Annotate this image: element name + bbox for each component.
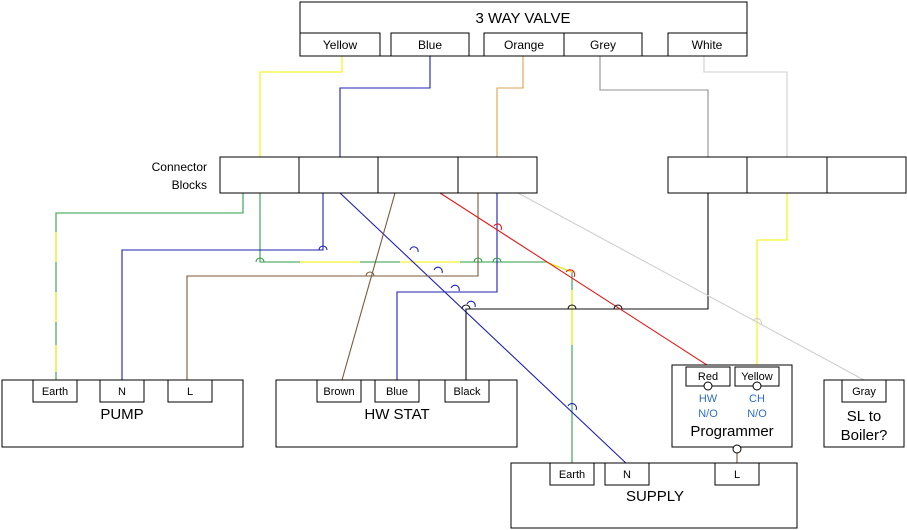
hump-blue-diag-2: [433, 266, 443, 274]
connector-block-2[interactable]: [298, 156, 379, 194]
supply-terminal-neutral-label: N: [623, 469, 631, 481]
connector-block-3[interactable]: [377, 156, 459, 194]
connector-block-5[interactable]: [667, 156, 748, 194]
wire-pump-live: [186, 193, 479, 380]
programmer: Red Yellow HW N/O CH N/O Programmer: [671, 364, 793, 454]
connector-label-line2: Blocks: [172, 178, 207, 192]
pump-terminal-live[interactable]: [167, 379, 213, 403]
supply-terminal-live[interactable]: [714, 462, 760, 486]
hwstat-terminal-brown[interactable]: [316, 379, 362, 403]
hump-blue-green-supply: [567, 402, 578, 411]
pump-terminal-earth-label: Earth: [42, 386, 68, 398]
programmer-ch-no-label: N/O: [747, 408, 767, 420]
boiler: Gray SL to Boiler?: [823, 379, 905, 448]
valve-terminal-blue[interactable]: [390, 32, 470, 57]
hump-blue-diag-3: [450, 284, 460, 292]
pump-terminal-earth[interactable]: [32, 379, 78, 403]
wire-valve-orange: [496, 56, 524, 157]
valve-title: 3 WAY VALVE: [475, 10, 570, 27]
boiler-label-line1: SL to: [847, 408, 881, 425]
wire-earth-pump-green: [55, 193, 244, 380]
hump-green-blue2: [492, 257, 502, 263]
hwstat-terminal-black[interactable]: [444, 379, 490, 403]
hwstat-terminal-brown-label: Brown: [323, 386, 354, 398]
valve-terminal-blue-label: Blue: [418, 38, 442, 52]
hump-green-brown: [473, 257, 483, 263]
wire-programmer-yellow: [756, 193, 788, 367]
pump: Earth N L PUMP: [1, 379, 244, 448]
hump-black-3: [613, 304, 623, 310]
connector-blocks: Connector Blocks: [152, 156, 907, 194]
wire-valve-blue: [339, 56, 431, 157]
connector-block-7[interactable]: [826, 156, 907, 194]
programmer-yellow-contact-icon: [752, 381, 762, 391]
pump-terminal-neutral-label: N: [118, 386, 126, 398]
valve-terminal-grey[interactable]: [563, 32, 643, 57]
wire-crossings: [255, 223, 763, 411]
supply-terminal-earth[interactable]: [549, 462, 595, 486]
hump-black-2: [567, 304, 577, 310]
programmer-output-contact-icon: [732, 444, 742, 454]
programmer-ch-label: CH: [749, 393, 765, 405]
hwstat-terminal-black-label: Black: [454, 386, 481, 398]
boiler-label-line2: Boiler?: [841, 427, 888, 444]
wire-hwstat-black: [465, 193, 709, 380]
hump-blue-diag-1: [409, 246, 419, 253]
valve-terminal-grey-label: Grey: [590, 38, 616, 52]
connector-block-4[interactable]: [457, 156, 538, 194]
wire-valve-yellow: [259, 56, 343, 157]
hump-black-1: [461, 304, 471, 310]
pump-terminal-neutral[interactable]: [99, 379, 145, 403]
valve-terminal-white[interactable]: [667, 32, 748, 57]
connector-block-1[interactable]: [219, 156, 300, 194]
hump-blue-green: [318, 245, 328, 251]
connector-label-line1: Connector: [152, 160, 207, 174]
supply: Earth N L SUPPLY: [510, 462, 798, 529]
programmer-hw-no-label: N/O: [698, 408, 718, 420]
wire-pump-neutral: [121, 193, 324, 380]
hw-stat: Brown Blue Black HW STAT: [275, 379, 518, 448]
wire-hwstat-blue: [396, 193, 498, 380]
supply-terminal-live-label: L: [734, 469, 740, 481]
pump-terminal-live-label: L: [187, 386, 193, 398]
wire-valve-white: [703, 56, 788, 157]
boiler-terminal-gray[interactable]: [841, 379, 887, 403]
programmer-terminal-red-label: Red: [698, 371, 718, 383]
supply-terminal-earth-label: Earth: [559, 469, 585, 481]
valve-terminal-yellow-label: Yellow: [323, 38, 358, 52]
programmer-terminal-yellow-label: Yellow: [741, 371, 772, 383]
hump-red-2: [565, 269, 576, 278]
programmer-title: Programmer: [690, 423, 773, 440]
hwstat-terminal-blue[interactable]: [374, 379, 420, 403]
supply-title: SUPPLY: [626, 488, 684, 505]
valve-terminal-white-label: White: [692, 38, 723, 52]
valve-terminal-orange-label: Orange: [504, 38, 544, 52]
hump-green-blue: [255, 257, 265, 263]
wire-valve-grey: [599, 56, 709, 157]
hwstat-title: HW STAT: [364, 406, 429, 423]
connector-block-6[interactable]: [746, 156, 828, 194]
wiring: [55, 56, 865, 466]
hump-blue-diag-4: [466, 300, 476, 308]
wire-supply-neutral: [339, 192, 629, 466]
hump-red-1: [493, 223, 503, 231]
pump-title: PUMP: [100, 406, 143, 423]
wire-hwstat-brown: [341, 192, 396, 381]
three-way-valve: 3 WAY VALVE Yellow Blue Orange Grey Whit…: [299, 1, 748, 57]
hump-brown-blue: [365, 271, 375, 277]
supply-terminal-neutral[interactable]: [604, 462, 650, 486]
boiler-terminal-gray-label: Gray: [852, 386, 876, 398]
valve-terminal-yellow[interactable]: [299, 32, 381, 57]
wire-programmer-red: [439, 192, 708, 367]
hwstat-terminal-blue-label: Blue: [386, 386, 408, 398]
programmer-hw-label: HW: [699, 393, 718, 405]
programmer-red-contact-icon: [703, 381, 713, 391]
wire-boiler-grey: [517, 192, 865, 381]
hump-grey-yellow: [752, 317, 763, 326]
